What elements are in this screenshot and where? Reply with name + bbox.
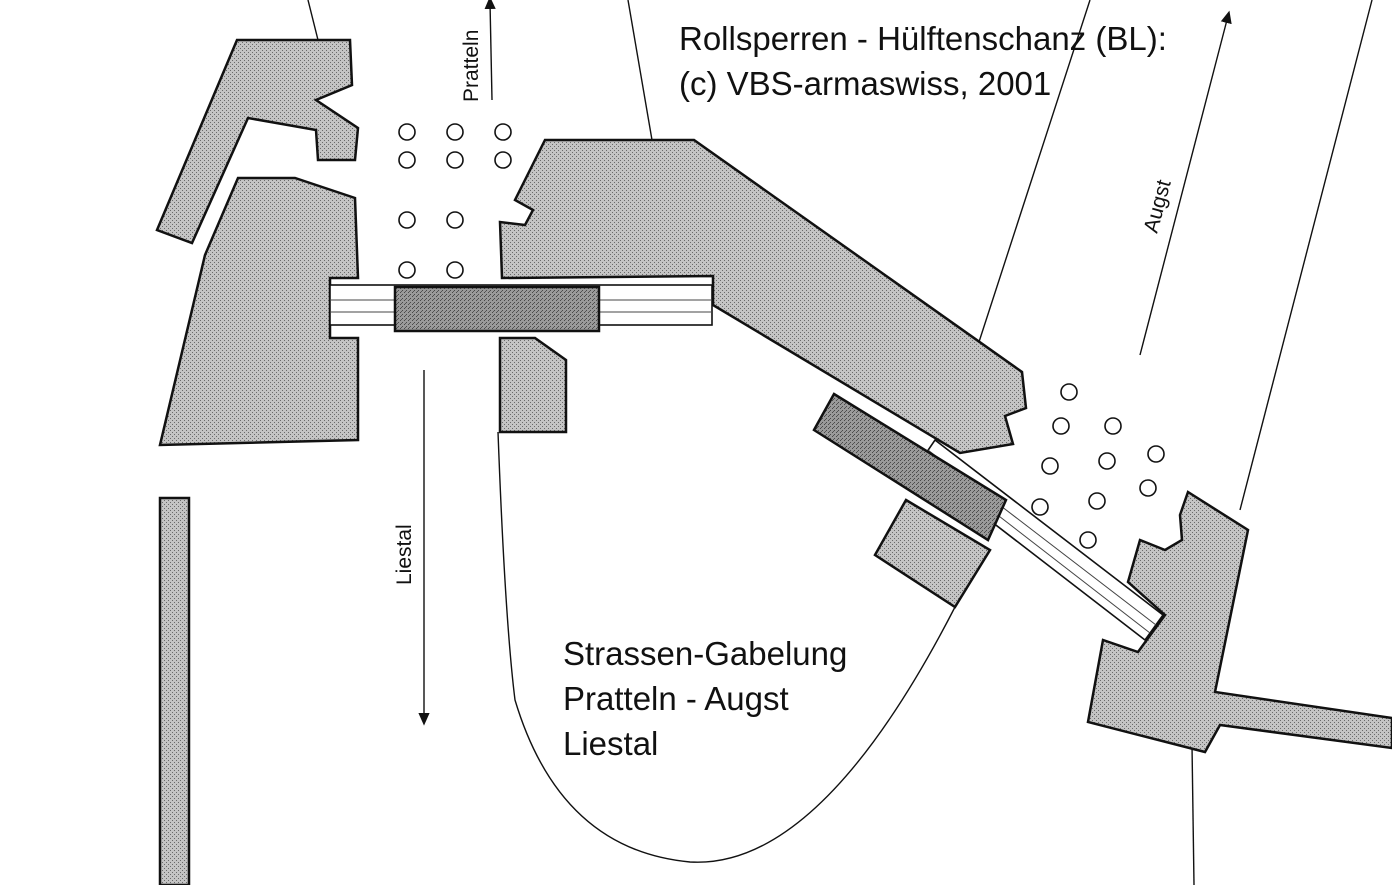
block-west-large: [158, 176, 360, 447]
title-line-2: (c) VBS-armaswiss, 2001: [679, 65, 1051, 102]
rolling-barrier-east: [812, 392, 1008, 542]
block-east-large: [1086, 490, 1392, 754]
direction-label-augst: Augst: [1140, 177, 1176, 235]
block-southeast-small: [873, 498, 992, 609]
arrow-pratteln: [484, 0, 496, 101]
block-diagonal-main: [498, 138, 1028, 455]
direction-arrows: [418, 0, 1232, 726]
anchor-holes: [398, 123, 1165, 549]
arrow-augst: [1139, 10, 1232, 356]
rolling-barrier-north: [393, 285, 601, 333]
block-center-small: [498, 336, 568, 434]
block-west-column: [158, 496, 191, 885]
junction-line-2: Pratteln - Augst: [563, 680, 789, 717]
roller-rails: [329, 284, 1165, 642]
block-northwest-hook: [155, 38, 360, 245]
junction-line-3: Liestal: [563, 725, 658, 762]
junction-line-1: Strassen-Gabelung: [563, 635, 847, 672]
road-lines: [307, 0, 1373, 885]
title-line-1: Rollsperren - Hülftenschanz (BL):: [679, 20, 1167, 57]
concrete-blocks: [155, 38, 1392, 885]
direction-label-liestal: Liestal: [393, 524, 416, 585]
direction-label-pratteln: Pratteln: [460, 30, 483, 102]
rolling-barriers: [393, 285, 1008, 542]
